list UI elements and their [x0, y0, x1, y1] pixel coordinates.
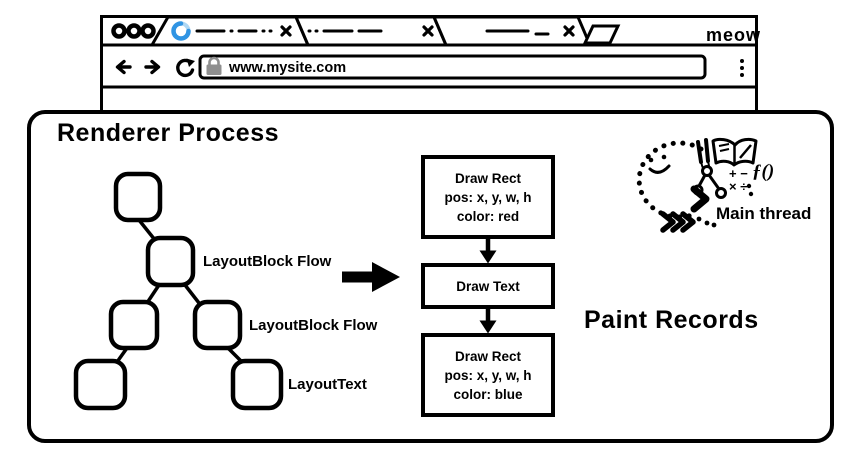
- transform-arrow-icon: [342, 262, 400, 292]
- tab-1[interactable]: [149, 15, 311, 47]
- main-thread-label: Main thread: [716, 204, 812, 223]
- back-icon[interactable]: [115, 59, 132, 75]
- triple-chevron-icon: [660, 211, 696, 233]
- tab-2[interactable]: [293, 15, 449, 47]
- reload-arrowhead[interactable]: [186, 58, 196, 68]
- paint-record-draw-rect-red: Draw Rect pos: x, y, w, h color: red: [421, 155, 555, 239]
- tree-node-bottom-left: [73, 358, 128, 411]
- tree-node-layoutblock-1: [145, 235, 196, 288]
- function-symbol: ƒ(): [752, 161, 774, 182]
- address-url[interactable]: www.mysite.com: [229, 60, 347, 76]
- tree-label-layouttext: LayoutText: [288, 376, 367, 393]
- layout-tree: [73, 171, 284, 411]
- reload-icon[interactable]: [176, 58, 195, 78]
- book-icon: [711, 137, 758, 167]
- tree-edges: [115, 218, 244, 364]
- paint-records-title: Paint Records: [584, 306, 759, 334]
- fn-dotted-trail: [746, 183, 754, 197]
- paint-line: color: blue: [453, 386, 523, 402]
- tab-3[interactable]: [431, 15, 593, 47]
- tab-3-title-scribble: [485, 29, 550, 36]
- close-icon[interactable]: [280, 25, 292, 37]
- paint-record-draw-rect-blue: Draw Rect pos: x, y, w, h color: blue: [421, 333, 555, 417]
- chevron-dotted-trail: [696, 216, 717, 228]
- loading-spinner-arc: [171, 21, 191, 41]
- flow-arrow-down-icon: [479, 308, 497, 334]
- smiley-face-icon: [648, 154, 671, 174]
- window-buttons[interactable]: [111, 23, 156, 39]
- window-button-icon[interactable]: [111, 23, 127, 39]
- thread-body-dotted-icon: [636, 140, 704, 220]
- math-symbols-row2: × ÷: [729, 179, 747, 194]
- main-thread-doodle: + − × ÷ ƒ(): [636, 137, 774, 233]
- address-bar[interactable]: [198, 54, 707, 80]
- paint-line: Draw Rect: [454, 348, 522, 364]
- new-tab-icon[interactable]: [582, 24, 621, 45]
- menu-dots-icon[interactable]: [740, 59, 744, 77]
- panel-title: Renderer Process: [57, 119, 280, 147]
- paint-line: Draw Rect: [454, 170, 522, 186]
- tree-node-layoutblock-2: [192, 299, 243, 351]
- browser-chrome-decor: [100, 15, 758, 89]
- paint-record-draw-text: Draw Text: [421, 263, 555, 309]
- pencils-icon: [696, 138, 710, 168]
- window-button-icon[interactable]: [140, 23, 156, 39]
- paint-line: Draw Text: [456, 278, 520, 294]
- brand-label: meow: [706, 25, 762, 45]
- tree-node-left-mid: [108, 299, 160, 351]
- tree-node-root: [113, 171, 163, 223]
- flow-arrow-down-icon: [479, 238, 497, 264]
- tree-label-layoutblock-flow-2: LayoutBlock Flow: [249, 317, 378, 334]
- paint-line: pos: x, y, w, h: [444, 367, 532, 383]
- paint-line: pos: x, y, w, h: [444, 189, 532, 205]
- math-symbols-row1: + −: [729, 166, 748, 181]
- padlock-icon: [206, 56, 222, 75]
- forward-icon[interactable]: [144, 59, 161, 75]
- tree-node-layouttext: [230, 358, 284, 411]
- paint-line: color: red: [456, 208, 520, 224]
- chevron-icon: [690, 185, 710, 213]
- browser-window: meow www.mysite.com: [100, 15, 762, 110]
- window-button-icon[interactable]: [126, 23, 142, 39]
- close-icon[interactable]: [563, 25, 575, 37]
- close-icon[interactable]: [422, 25, 434, 37]
- tree-label-layoutblock-flow-1: LayoutBlock Flow: [203, 253, 332, 270]
